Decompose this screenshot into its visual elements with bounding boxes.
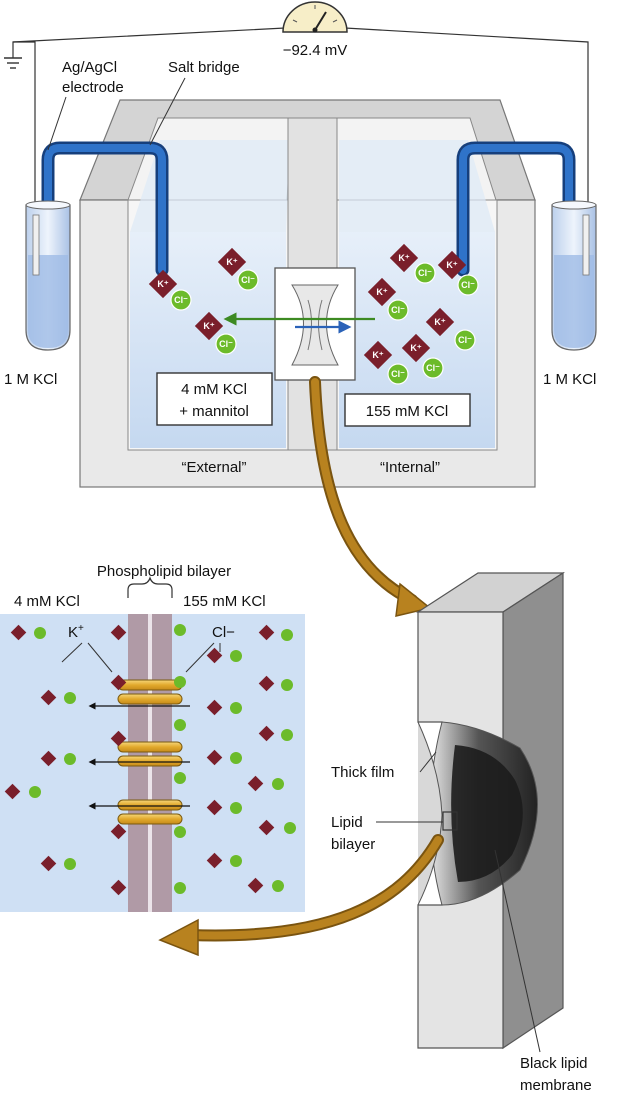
svg-text:K⁺: K⁺ xyxy=(434,317,445,327)
svg-text:Cl⁻: Cl⁻ xyxy=(458,335,472,345)
cl-label: Cl− xyxy=(212,624,235,641)
black-membrane-label-1: Black lipid xyxy=(520,1055,588,1072)
right-tube-label: 1 M KCl xyxy=(543,371,596,388)
salt-bridge-pointer xyxy=(149,77,186,146)
thick-film-label: Thick film xyxy=(331,764,394,781)
svg-text:Cl⁻: Cl⁻ xyxy=(391,369,405,379)
electrode-pointer xyxy=(47,96,67,151)
channel-flux-arrows xyxy=(88,702,190,810)
test-tube-left xyxy=(25,200,71,351)
ground-icon xyxy=(4,57,22,69)
lipid-label-2: bilayer xyxy=(331,836,375,853)
svg-text:K⁺: K⁺ xyxy=(398,253,409,263)
internal-label: “Internal” xyxy=(380,459,440,476)
svg-text:K⁺: K⁺ xyxy=(410,343,421,353)
k-label: K+ xyxy=(68,623,84,641)
bilayer-title: Phospholipid bilayer xyxy=(97,563,231,580)
svg-text:K⁺: K⁺ xyxy=(203,321,214,331)
svg-text:Cl⁻: Cl⁻ xyxy=(426,363,440,373)
svg-text:Cl⁻: Cl⁻ xyxy=(219,339,233,349)
circuit-wires xyxy=(12,27,589,205)
bilayer-right-conc: 155 mM KCl xyxy=(183,593,266,610)
electrode-label-1: Ag/AgCl xyxy=(62,59,117,76)
test-tube-right xyxy=(551,200,597,351)
black-membrane-label-2: membrane xyxy=(520,1077,592,1094)
salt-bridge-right xyxy=(456,141,576,277)
external-label: “External” xyxy=(181,459,246,476)
external-conc-2: + mannitol xyxy=(179,403,249,420)
voltmeter-reading: −92.4 mV xyxy=(283,42,348,59)
electrode-label-2: electrode xyxy=(62,79,124,96)
left-tube-label: 1 M KCl xyxy=(4,371,57,388)
svg-text:Cl⁻: Cl⁻ xyxy=(241,275,255,285)
salt-bridge-label: Salt bridge xyxy=(168,59,240,76)
svg-text:Cl⁻: Cl⁻ xyxy=(391,305,405,315)
salt-bridge-left xyxy=(41,141,169,277)
internal-conc: 155 mM KCl xyxy=(366,403,449,420)
svg-text:K⁺: K⁺ xyxy=(376,287,387,297)
voltmeter-icon xyxy=(282,1,348,33)
ion-channels xyxy=(117,679,183,825)
bilayer-left-conc: 4 mM KCl xyxy=(14,593,80,610)
external-conc-box xyxy=(156,372,273,426)
svg-text:K⁺: K⁺ xyxy=(446,260,457,270)
svg-text:K⁺: K⁺ xyxy=(372,350,383,360)
aperture-window xyxy=(274,267,356,381)
svg-text:K⁺: K⁺ xyxy=(226,257,237,267)
bilayer-ions xyxy=(4,624,296,896)
lipid-label-1: Lipid xyxy=(331,814,363,831)
svg-text:Cl⁻: Cl⁻ xyxy=(418,268,432,278)
external-conc-1: 4 mM KCl xyxy=(181,381,247,398)
svg-text:Cl⁻: Cl⁻ xyxy=(174,295,188,305)
bilayer-bracket xyxy=(127,576,173,598)
internal-conc-box xyxy=(344,393,471,427)
lipid-bilayer-marker xyxy=(442,811,458,831)
svg-text:K⁺: K⁺ xyxy=(157,279,168,289)
membrane-block xyxy=(415,571,566,1050)
svg-text:Cl⁻: Cl⁻ xyxy=(461,280,475,290)
